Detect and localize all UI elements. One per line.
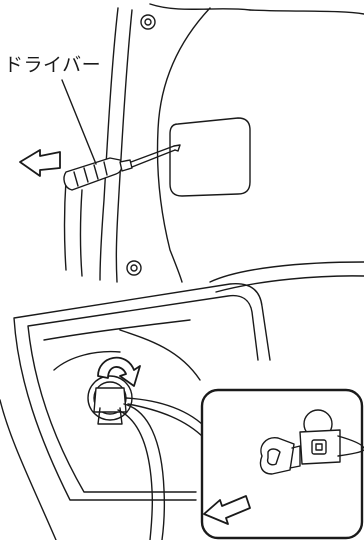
pry-direction-arrow	[20, 150, 60, 176]
lamp-socket	[88, 376, 132, 424]
opening-inner-recess	[44, 320, 200, 380]
detail-inset	[202, 390, 364, 538]
wire-to-inset	[126, 398, 208, 438]
cover-plate	[170, 118, 250, 196]
body-panel-edge	[150, 4, 250, 282]
bottom-panel	[0, 276, 364, 540]
label-leader-line	[62, 80, 96, 164]
pillar-detail	[65, 180, 83, 276]
rotate-arrow	[98, 358, 140, 386]
bolt-top	[141, 15, 155, 29]
screwdriver-label: ドライバー	[4, 50, 101, 77]
body-panel-curve	[250, 10, 364, 14]
top-panel	[20, 4, 364, 282]
wire-harness	[118, 404, 164, 540]
body-pillar-outer	[100, 8, 118, 280]
bolt-bottom	[127, 261, 141, 275]
body-pillar-inner	[116, 10, 132, 282]
